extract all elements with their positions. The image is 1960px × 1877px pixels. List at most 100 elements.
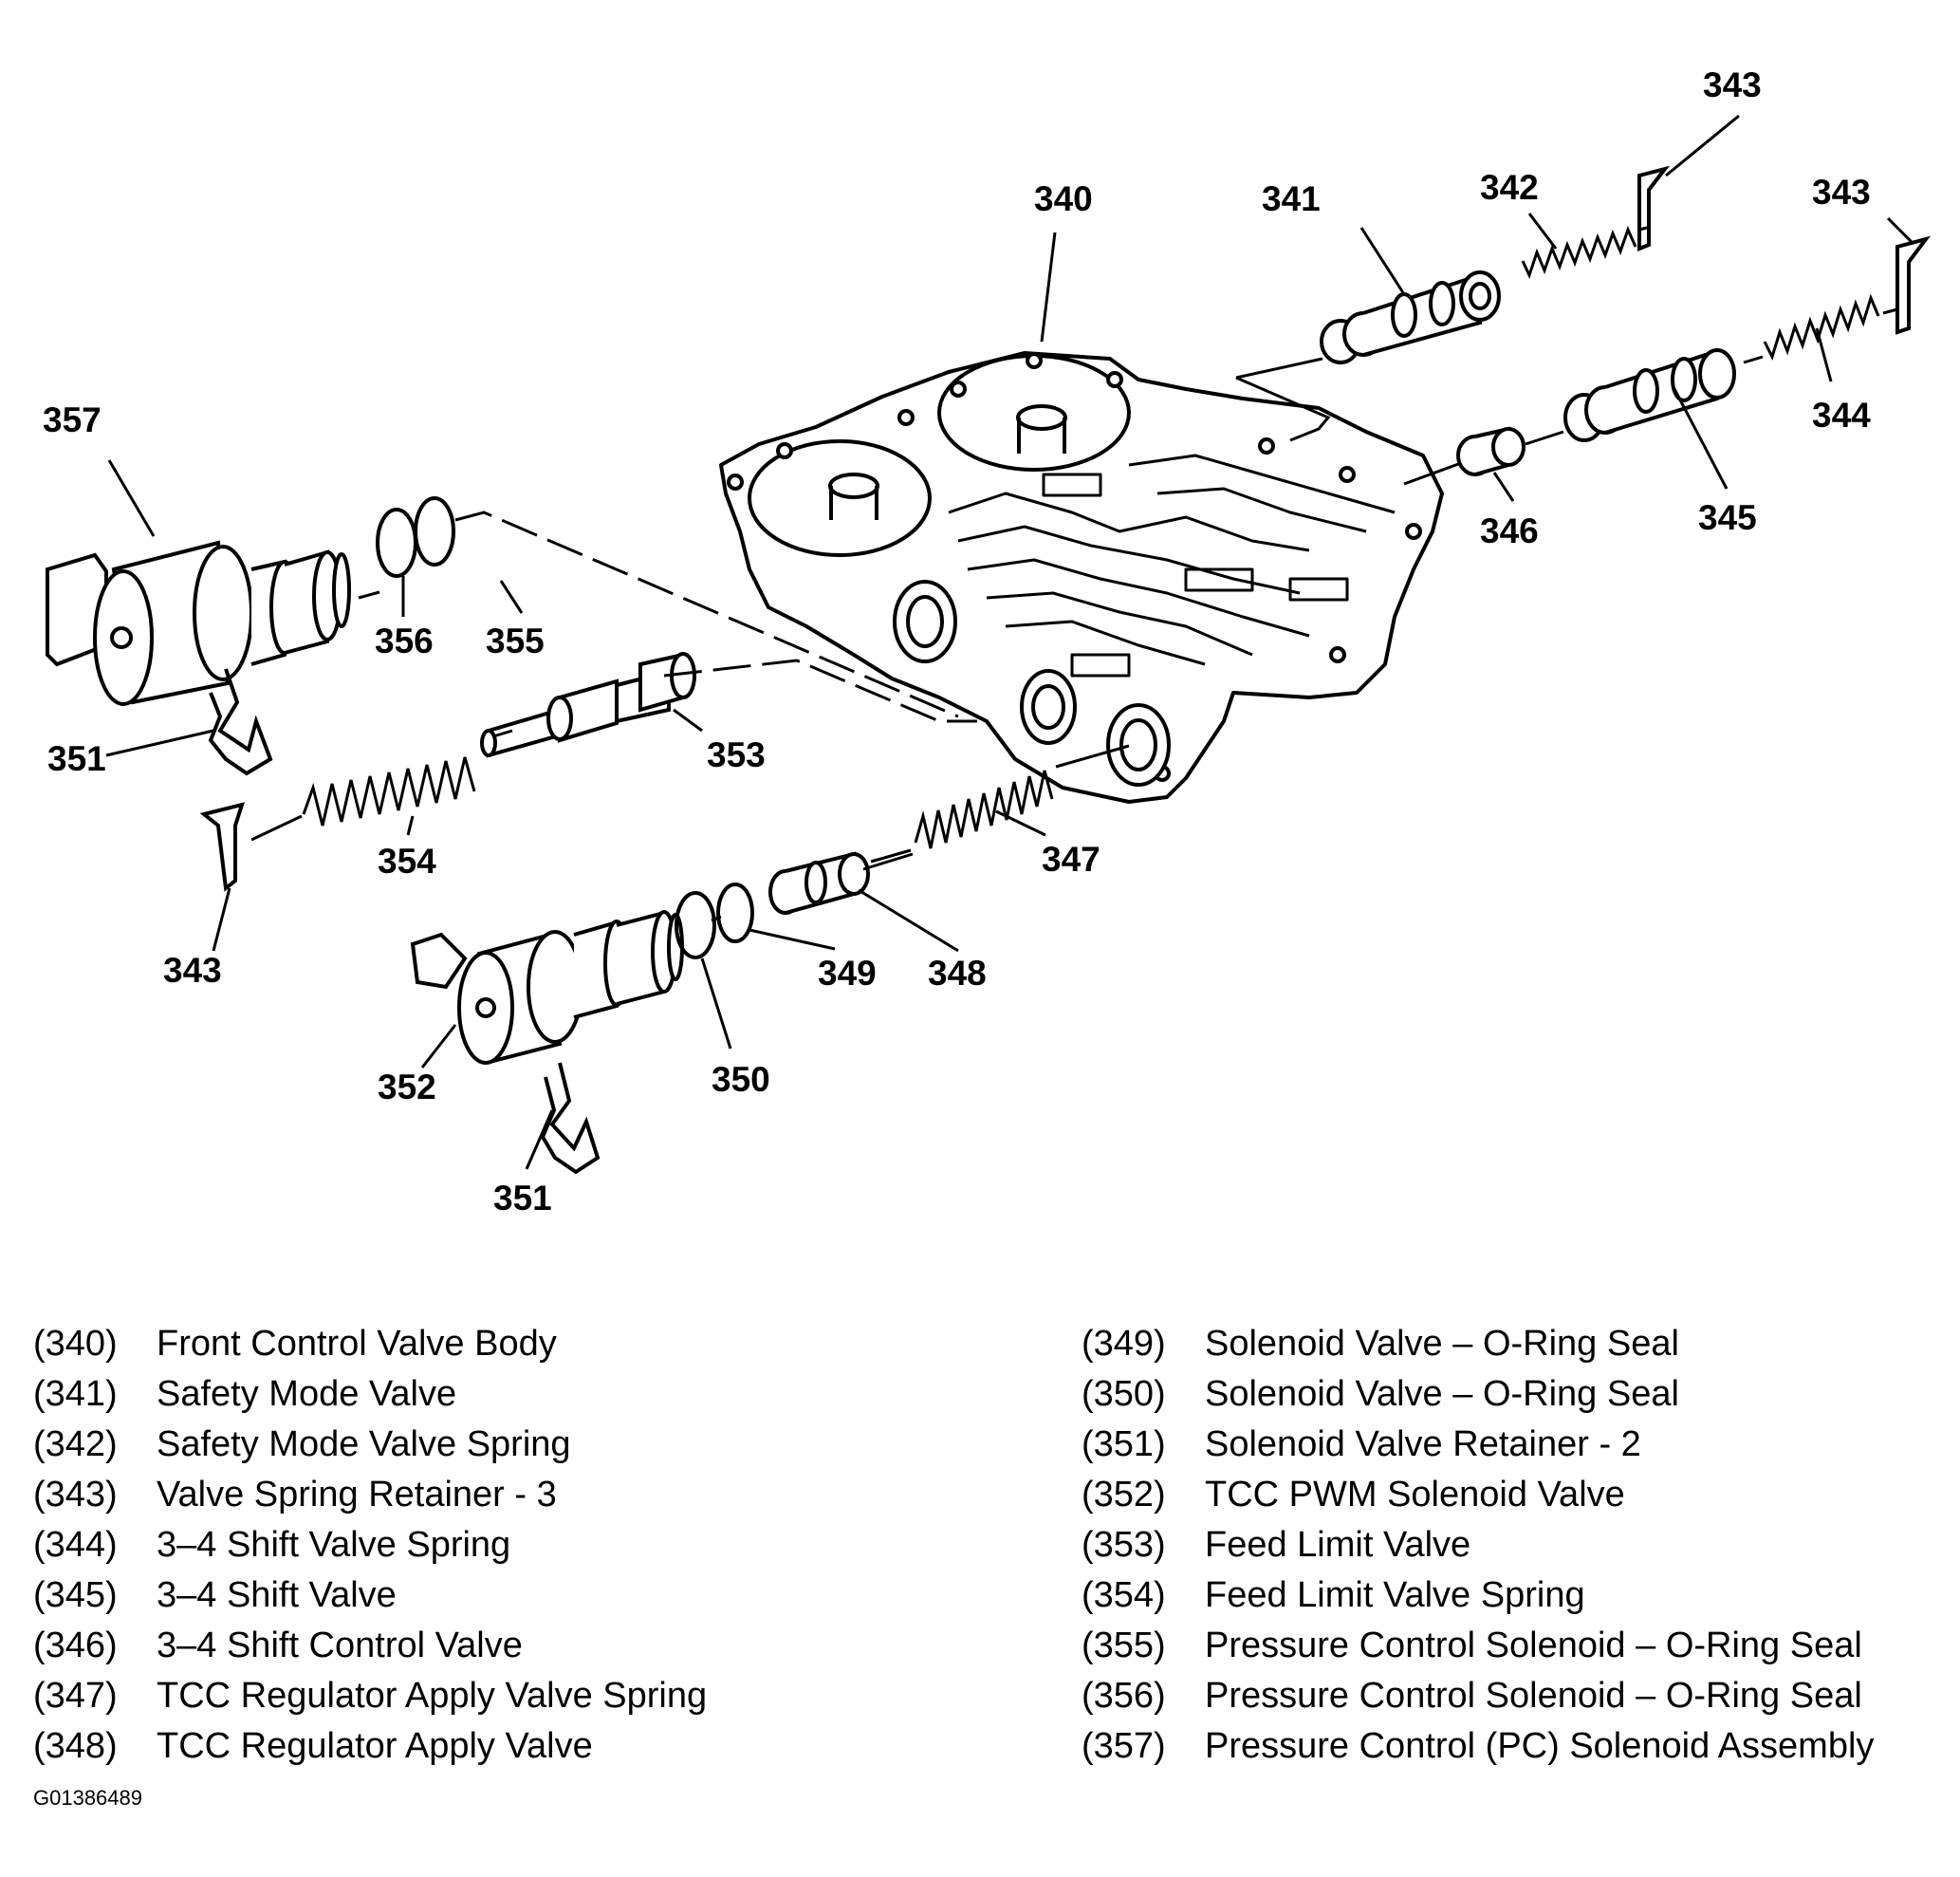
three-four-shift-valve-spring (1763, 293, 1880, 362)
callout-340: 340 (1034, 179, 1093, 218)
callout-356: 356 (375, 622, 434, 660)
tcc-regulator-apply-valve (768, 851, 870, 915)
feed-limit-valve (480, 652, 696, 758)
callout-354: 354 (378, 842, 436, 881)
legend-part-description: TCC Regulator Apply Valve Spring (157, 1676, 708, 1716)
callout-342: 342 (1480, 168, 1539, 207)
legend-row: (357)Pressure Control (PC) Solenoid Asse… (1082, 1721, 1874, 1772)
callout-346: 346 (1480, 511, 1539, 550)
callout-343-right: 343 (1812, 173, 1871, 212)
legend-part-number: (342) (33, 1424, 118, 1464)
legend-row: (348) TCC Regulator Apply Valve (33, 1721, 707, 1772)
legend-part-number: (356) (1082, 1676, 1166, 1716)
legend-part-description: Solenoid Valve – O-Ring Seal (1205, 1324, 1679, 1364)
legend-row: (355) Pressure Control Solenoid – O-Ring … (1082, 1621, 1874, 1671)
callout-348: 348 (928, 954, 987, 993)
legend-row: (354) Feed Limit Valve Spring (1082, 1570, 1874, 1621)
legend-row: (343) Valve Spring Retainer - 3 (33, 1470, 707, 1520)
legend-part-description: Pressure Control (PC) Solenoid Assembly (1205, 1726, 1875, 1766)
front-control-valve-body (719, 351, 1444, 804)
legend-part-description: Solenoid Valve – O-Ring Seal (1205, 1374, 1679, 1414)
legend-part-description: 3–4 Shift Valve (157, 1575, 397, 1615)
callout-352: 352 (378, 1068, 436, 1106)
callout-350: 350 (712, 1060, 770, 1099)
legend-part-number: (350) (1082, 1374, 1166, 1414)
legend-row: (341) Safety Mode Valve (33, 1369, 707, 1420)
legend-part-description: TCC PWM Solenoid Valve (1205, 1475, 1625, 1515)
callout-344: 344 (1812, 396, 1871, 435)
solenoid-valve-o-ring-349 (716, 883, 754, 943)
leader-lines (105, 114, 1914, 1170)
legend-row: (350) Solenoid Valve – O-Ring Seal (1082, 1369, 1874, 1420)
legend-part-number: (344) (33, 1525, 118, 1565)
legend-row: (340) Front Control Valve Body (33, 1319, 707, 1369)
legend-row: (352) TCC PWM Solenoid Valve (1082, 1470, 1874, 1520)
tcc-regulator-apply-valve-spring (914, 770, 1054, 849)
legend-part-number: (343) (33, 1475, 118, 1515)
legend-part-number: (349) (1082, 1324, 1166, 1364)
legend-part-description: Valve Spring Retainer - 3 (157, 1475, 557, 1515)
legend-part-number: (341) (33, 1374, 118, 1414)
legend-part-description: TCC Regulator Apply Valve (157, 1726, 593, 1766)
solenoid-valve-retainer-upper (208, 668, 273, 776)
callout-343-top: 343 (1703, 65, 1762, 104)
exploded-valve-body-diagram: 340 341 342 343 343 344 345 346 357 356 … (43, 65, 1932, 1217)
legend-part-description: Pressure Control Solenoid – O-Ring Seal (1205, 1676, 1862, 1716)
three-four-shift-control-valve (1456, 426, 1525, 476)
valve-spring-retainer-left (199, 802, 245, 892)
callout-341: 341 (1262, 179, 1321, 218)
legend-part-number: (354) (1082, 1575, 1166, 1615)
legend-row: (342) Safety Mode Valve Spring (33, 1420, 707, 1470)
legend-part-description: Feed Limit Valve (1205, 1525, 1471, 1565)
callout-349: 349 (818, 954, 877, 993)
legend-part-number: (346) (33, 1626, 118, 1665)
callout-351-upper: 351 (47, 739, 106, 778)
assembly-axis-lines (250, 226, 1898, 946)
callout-353: 353 (707, 735, 766, 774)
safety-mode-valve (1320, 270, 1501, 364)
legend-row: (356) Pressure Control Solenoid – O-Ring … (1082, 1671, 1874, 1721)
legend-part-description: Solenoid Valve Retainer - 2 (1205, 1424, 1641, 1464)
callout-345: 345 (1698, 498, 1757, 537)
valve-spring-retainer-top (1637, 165, 1671, 251)
callout-355: 355 (486, 622, 545, 660)
legend-part-description: 3–4 Shift Valve Spring (157, 1525, 511, 1565)
legend-row: (349) Solenoid Valve – O-Ring Seal (1082, 1319, 1874, 1369)
tcc-pwm-solenoid-valve (410, 910, 684, 1065)
legend-part-description: 3–4 Shift Control Valve (157, 1626, 523, 1665)
pressure-control-solenoid-o-ring-356 (376, 508, 417, 578)
legend-row: (346) 3–4 Shift Control Valve (33, 1621, 707, 1671)
legend-part-description: Front Control Valve Body (157, 1324, 557, 1364)
callout-347: 347 (1042, 840, 1100, 879)
three-four-shift-valve (1563, 348, 1736, 442)
callout-343-left: 343 (163, 951, 222, 990)
legend-part-number: (352) (1082, 1475, 1166, 1515)
legend-row: (347) TCC Regulator Apply Valve Spring (33, 1671, 707, 1721)
solenoid-valve-retainer-lower (540, 1062, 601, 1175)
callout-351-lower: 351 (493, 1179, 552, 1217)
callout-357: 357 (43, 400, 102, 439)
legend-part-description: Feed Limit Valve Spring (1205, 1575, 1585, 1615)
legend-row: (351) Solenoid Valve Retainer - 2 (1082, 1420, 1874, 1470)
solenoid-valve-o-ring-350 (675, 891, 716, 959)
legend-part-number: (340) (33, 1324, 118, 1364)
legend-row: (345)3–4 Shift Valve (33, 1570, 707, 1621)
legend-part-number: (348) (33, 1726, 118, 1766)
legend-row: (353) Feed Limit Valve (1082, 1520, 1874, 1570)
legend-part-number: (355) (1082, 1626, 1166, 1665)
pressure-control-solenoid-o-ring-355 (414, 496, 455, 567)
legend-row: (344) 3–4 Shift Valve Spring (33, 1520, 707, 1570)
legend-part-description: Safety Mode Valve Spring (157, 1424, 571, 1464)
parts-legend-right: (349) Solenoid Valve – O-Ring Seal (350) S… (1082, 1319, 1874, 1772)
legend-part-number: (347) (33, 1676, 118, 1716)
legend-part-number: (353) (1082, 1525, 1166, 1565)
safety-mode-valve-spring (1521, 225, 1637, 280)
legend-part-description: Safety Mode Valve (157, 1374, 457, 1414)
parts-legend-left: (340) Front Control Valve Body (341) Safet… (33, 1319, 707, 1772)
legend-part-number: (351) (1082, 1424, 1166, 1464)
valve-spring-retainer-right (1895, 235, 1932, 335)
pressure-control-solenoid-assembly (46, 540, 351, 706)
figure-id: G01386489 (33, 1786, 142, 1810)
legend-part-description: Pressure Control Solenoid – O-Ring Seal (1205, 1626, 1862, 1665)
feed-limit-valve-spring (302, 756, 476, 827)
